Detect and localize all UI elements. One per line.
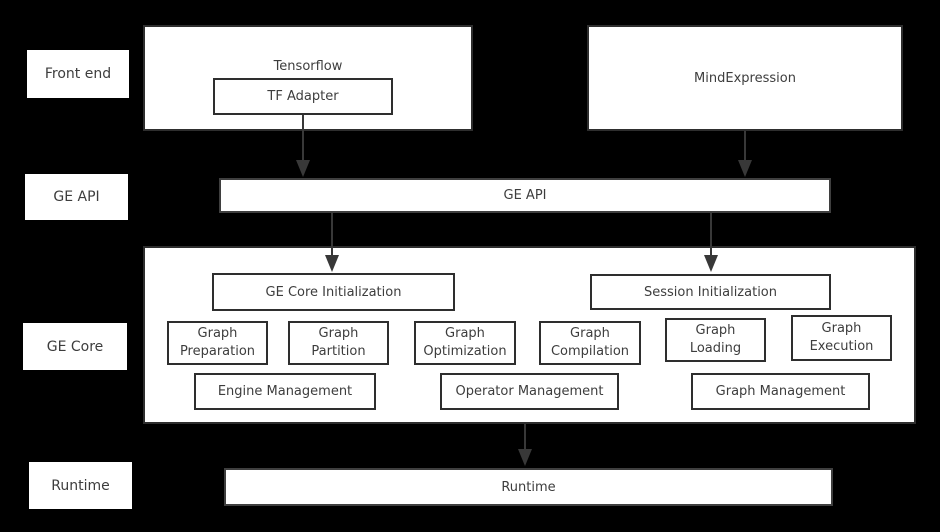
graph-loading-box: Graph Loading <box>665 318 766 362</box>
session-initialization-box: Session Initialization <box>590 274 831 310</box>
engine-management-box: Engine Management <box>194 373 376 410</box>
row-label-ge-core: GE Core <box>23 323 127 370</box>
operator-management-box: Operator Management <box>440 373 619 410</box>
row-label-runtime: Runtime <box>29 462 132 509</box>
graph-optimization-box: Graph Optimization <box>414 321 516 365</box>
runtime-box: Runtime <box>224 468 833 506</box>
graph-compilation-box: Graph Compilation <box>539 321 641 365</box>
graph-management-box: Graph Management <box>691 373 870 410</box>
ge-core-initialization-box: GE Core Initialization <box>212 273 455 311</box>
mindexpression-box: MindExpression <box>587 25 903 131</box>
tensorflow-label: Tensorflow <box>273 59 343 74</box>
graph-partition-box: Graph Partition <box>288 321 389 365</box>
row-label-ge-api: GE API <box>25 174 128 220</box>
graph-execution-box: Graph Execution <box>791 315 892 361</box>
row-label-front-end: Front end <box>27 50 129 98</box>
tf-adapter-box: TF Adapter <box>213 78 393 115</box>
graph-preparation-box: Graph Preparation <box>167 321 268 365</box>
ge-api-box: GE API <box>219 178 831 213</box>
